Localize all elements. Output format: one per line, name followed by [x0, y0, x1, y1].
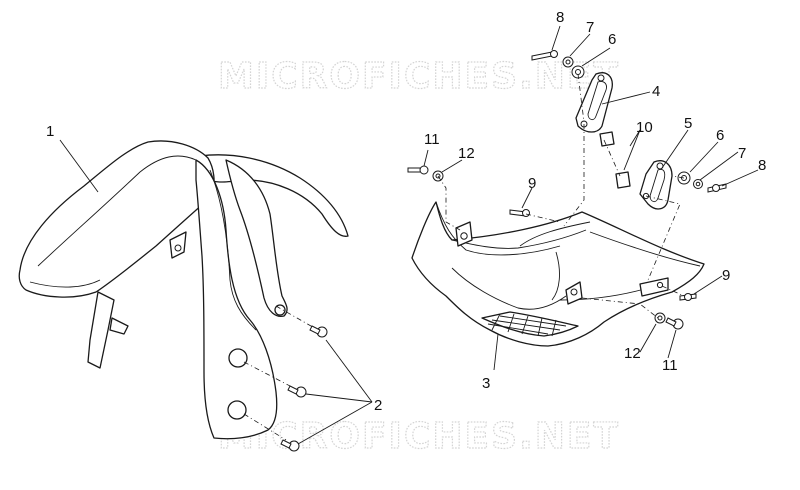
washer-icon	[654, 312, 666, 324]
nut-icon	[571, 65, 585, 79]
callout-6a: 6	[608, 31, 616, 48]
screw-icon	[679, 293, 697, 301]
hardware-lower-right	[654, 293, 697, 330]
screw-icon	[287, 385, 307, 398]
callout-2: 2	[374, 397, 382, 414]
screw-icon	[665, 317, 684, 330]
screw-icon	[509, 209, 530, 217]
bolt-icon	[531, 50, 558, 61]
callout-3: 3	[482, 375, 490, 392]
callout-11b: 11	[662, 357, 678, 374]
callout-7b: 7	[738, 145, 746, 162]
callout-5: 5	[684, 115, 692, 132]
clip-nut-10	[599, 131, 631, 189]
watermark-bottom: MICROFICHES.NET	[218, 416, 620, 457]
callout-12b: 12	[624, 345, 641, 362]
watermark-top: MICROFICHES.NET	[218, 56, 620, 97]
callout-4: 4	[652, 83, 660, 100]
leader-lines	[59, 25, 759, 445]
front-fender-drawing	[18, 140, 349, 440]
bolt-icon	[707, 183, 727, 193]
callout-8b: 8	[758, 157, 766, 174]
screw-icon	[407, 165, 429, 175]
screw-set-2	[243, 305, 328, 452]
callout-10: 10	[636, 119, 653, 136]
callout-11a: 11	[424, 131, 440, 148]
callout-9a: 9	[528, 175, 536, 192]
callout-6b: 6	[716, 127, 724, 144]
hardware-right	[677, 171, 727, 193]
callout-12a: 12	[458, 145, 475, 162]
callout-1: 1	[46, 123, 54, 140]
washer-icon	[562, 56, 574, 68]
washer-icon	[693, 179, 703, 189]
hardware-upper	[531, 50, 585, 79]
callout-8a: 8	[556, 9, 564, 26]
assembly-lines	[437, 73, 685, 319]
callout-labels: 1 2 3 4 5 6 6 7 7 8 8 9 9 10 11 11 12 12	[46, 9, 766, 414]
hardware-left	[407, 165, 530, 217]
screw-icon	[280, 439, 300, 452]
mounting-bracket-5	[639, 160, 673, 210]
belly-pan-drawing	[411, 201, 705, 347]
screw-icon	[309, 325, 328, 338]
callout-7a: 7	[586, 19, 594, 36]
callout-9b: 9	[722, 267, 730, 284]
